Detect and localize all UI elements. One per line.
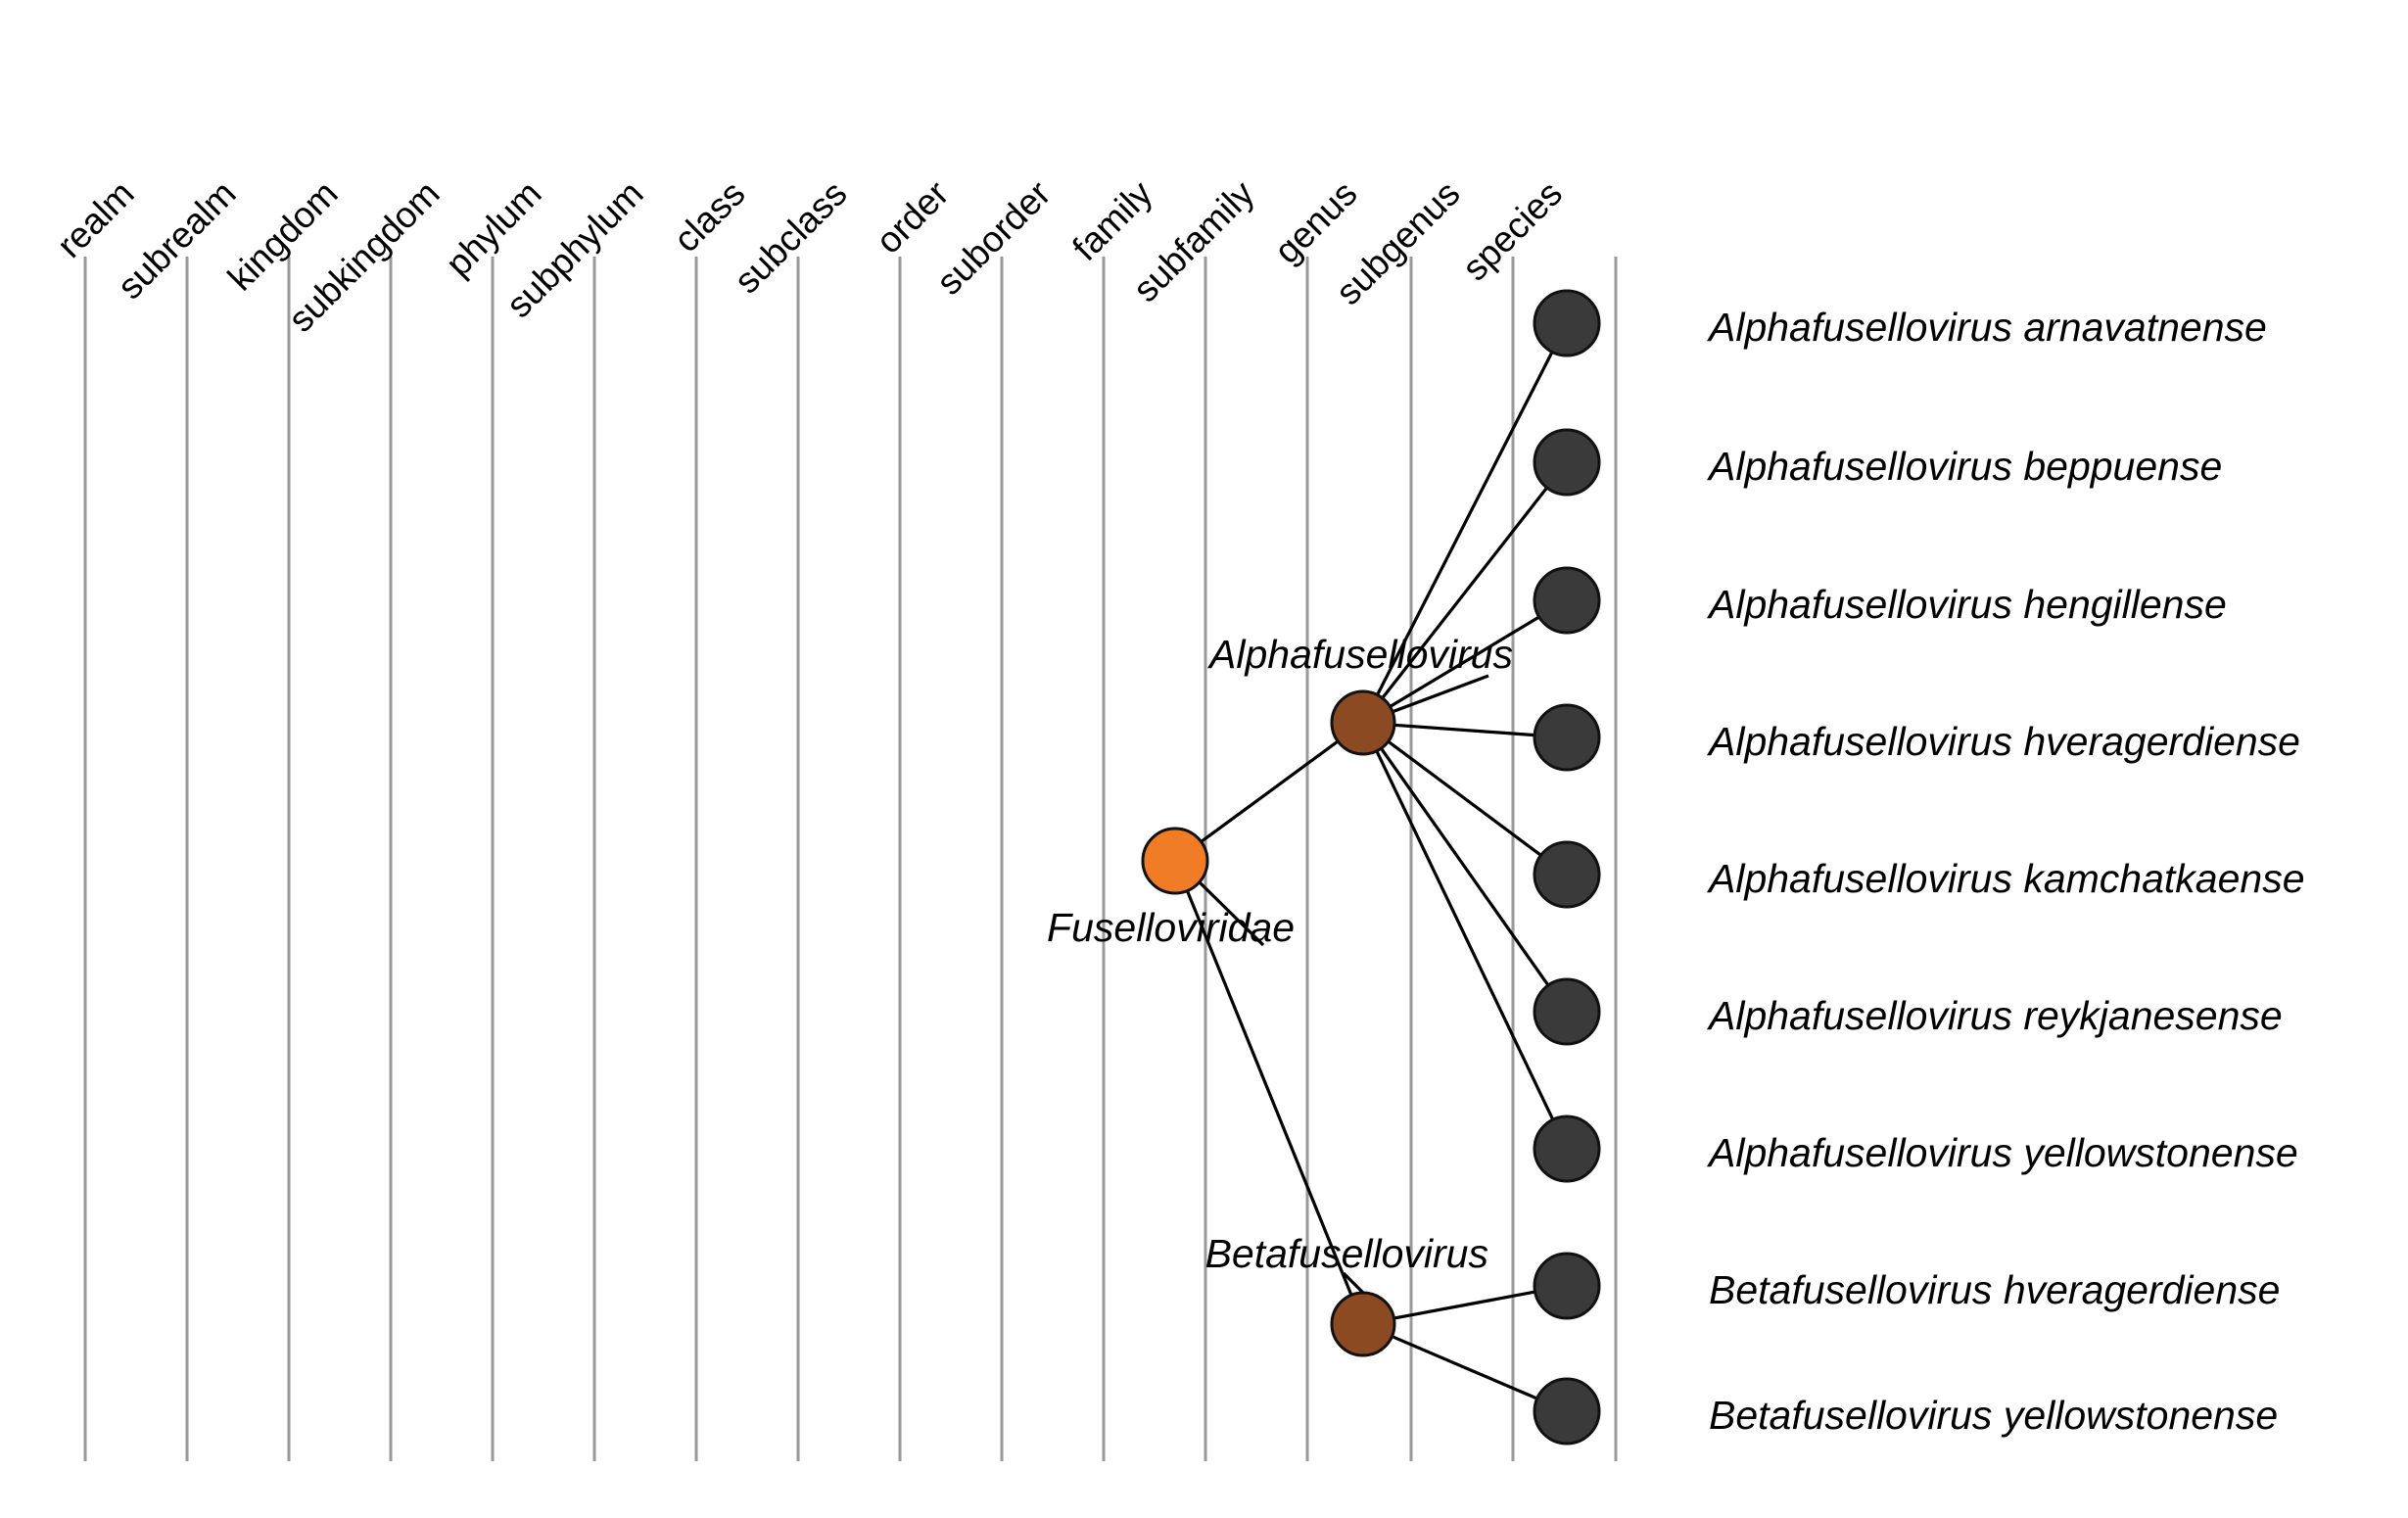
node-sp4[interactable] [1533,703,1601,772]
rank-label-family: family [1064,172,1160,268]
genus-label-alphafusellovirus: Alphafusellovirus [1206,632,1513,677]
rank-label-order: order [869,173,957,261]
rank-axis-labels: realmsubrealmkingdomsubkingdomphylumsubp… [49,172,1570,339]
node-sp5[interactable] [1533,840,1601,909]
species-label-sp5: Alphafusellovirus kamchatkaense [1706,856,2305,901]
edge-alphafusellovirus-to-sp6 [1380,747,1550,986]
species-label-sp8: Betafusellovirus hveragerdiense [1709,1267,2280,1312]
species-label-sp4: Alphafusellovirus hveragerdiense [1706,719,2300,764]
node-sp3[interactable] [1533,566,1601,635]
rank-label-suborder: suborder [928,173,1058,303]
node-sp6[interactable] [1533,977,1601,1046]
node-sp9[interactable] [1533,1377,1601,1446]
tree-nodes [1141,289,1601,1446]
edge-alphafusellovirus-to-sp3 [1389,615,1540,708]
node-sp1[interactable] [1533,289,1601,357]
species-label-sp6: Alphafusellovirus reykjanesense [1706,993,2283,1038]
betafusellovirus-leader [1342,1271,1365,1295]
edge-alphafusellovirus-to-sp1 [1376,351,1554,696]
node-fuselloviridae[interactable] [1141,827,1209,895]
edge-alphafusellovirus-to-sp4 [1393,723,1535,737]
edge-alphafusellovirus-to-sp2 [1381,487,1548,699]
species-label-sp7: Alphafusellovirus yellowstonense [1706,1130,2298,1175]
tree-edges [1185,351,1555,1400]
edge-betafusellovirus-to-sp8 [1393,1290,1535,1320]
edge-betafusellovirus-to-sp9 [1391,1335,1538,1400]
species-label-sp2: Alphafusellovirus beppuense [1706,444,2222,489]
edge-alphafusellovirus-to-sp7 [1375,750,1555,1120]
node-sp8[interactable] [1533,1252,1601,1320]
edge-fuselloviridae-to-betafusellovirus [1185,889,1353,1296]
fuselloviridae-leader [1197,879,1265,947]
node-labels: Alphafusellovirus arnavatnenseAlphafusel… [1047,305,2304,1438]
edge-fuselloviridae-to-alphafusellovirus [1200,739,1340,843]
node-alphafusellovirus[interactable] [1330,689,1396,756]
rank-label-class: class [666,173,753,261]
rank-label-subclass: subclass [727,173,855,302]
species-label-sp1: Alphafusellovirus arnavatnense [1706,305,2267,350]
edge-alphafusellovirus-to-sp5 [1387,739,1542,857]
node-sp2[interactable] [1533,428,1601,497]
genus-label-betafusellovirus: Betafusellovirus [1205,1231,1488,1276]
rank-label-genus: genus [1266,173,1364,271]
species-label-sp9: Betafusellovirus yellowstonense [1709,1393,2278,1438]
family-label-fuselloviridae: Fuselloviridae [1047,905,1295,950]
node-betafusellovirus[interactable] [1330,1291,1396,1357]
label-leader-lines [1197,674,1489,1295]
rank-label-realm: realm [49,173,141,265]
rank-gridlines [83,257,1618,1461]
node-sp7[interactable] [1533,1115,1601,1183]
species-label-sp3: Alphafusellovirus hengillense [1706,582,2227,627]
